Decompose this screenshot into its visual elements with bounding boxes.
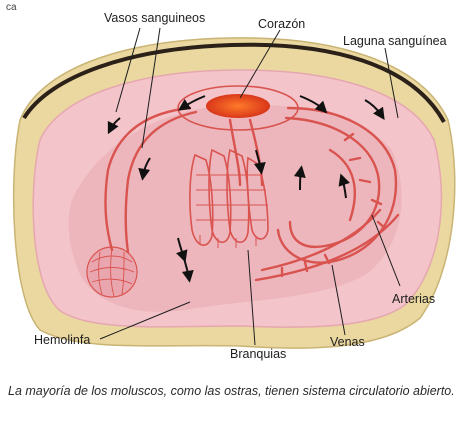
label-hemolinfa: Hemolinfa	[34, 334, 90, 347]
heart	[206, 94, 270, 118]
muscle-ball	[87, 247, 137, 297]
label-branquias: Branquias	[230, 348, 286, 361]
label-venas: Venas	[330, 336, 365, 349]
label-arterias: Arterias	[392, 293, 435, 306]
label-corazon: Corazón	[258, 18, 305, 31]
corner-mark: ca	[6, 2, 17, 13]
label-laguna-sanguinea: Laguna sanguínea	[343, 35, 447, 48]
label-vasos-sanguineos: Vasos sanguineos	[104, 12, 205, 25]
figure-caption: La mayoría de los moluscos, como las ost…	[8, 383, 458, 400]
